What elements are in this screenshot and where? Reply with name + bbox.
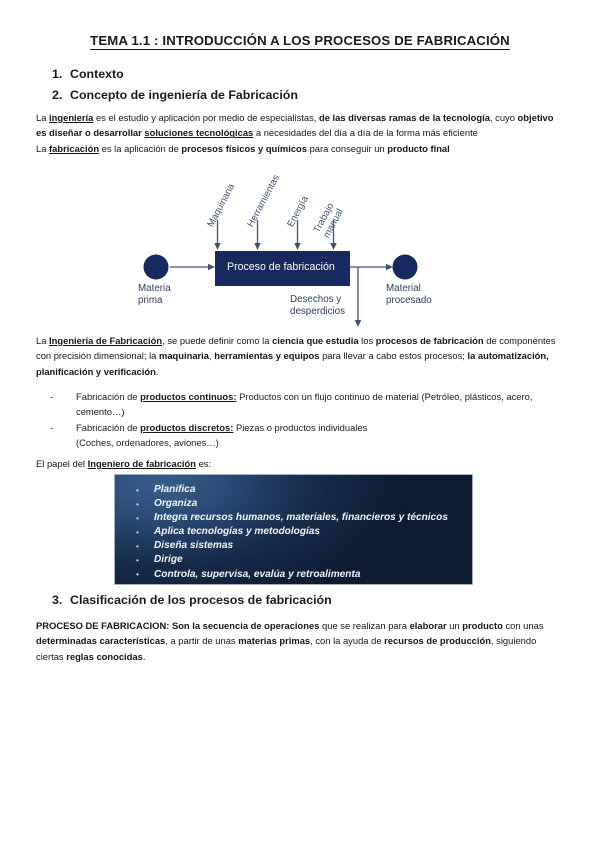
engineer-role-item: Planifica xyxy=(134,482,448,497)
product-types-list: - Fabricación de productos continuos: Pr… xyxy=(50,389,570,451)
section-heading-number: 3. xyxy=(52,593,63,607)
page-title-text: TEMA 1.1 : INTRODUCCIÓN A LOS PROCESOS D… xyxy=(90,33,510,50)
engineer-role-item: Organiza xyxy=(134,497,448,511)
processed-material-caption-line2: procesado xyxy=(386,295,432,307)
engineer-role-item: Dirige xyxy=(134,553,448,567)
arrowhead-waste xyxy=(354,320,362,327)
waste-output-caption-line1: Desechos y xyxy=(290,294,342,305)
arrowhead-output-material xyxy=(386,263,393,271)
engineer-role-panel: Planifica Organiza Integra recursos huma… xyxy=(115,475,472,584)
engineer-role-item: Aplica tecnologías y metodologías xyxy=(134,525,448,539)
list-item-text: Fabricación de productos continuos: Prod… xyxy=(76,391,533,418)
manufacturing-process-diagram: Proceso de fabricación Maquinaria Herram… xyxy=(130,163,470,328)
arrowhead-input-herramientas xyxy=(254,243,261,250)
section-heading-clasificacion: 3. Clasificación de los procesos de fabri… xyxy=(52,593,332,607)
page-title: TEMA 1.1 : INTRODUCCIÓN A LOS PROCESOS D… xyxy=(0,33,600,50)
paragraph-papel-ingeniero: El papel del Ingeniero de fabricación es… xyxy=(36,458,212,469)
engineer-role-list: Planifica Organiza Integra recursos huma… xyxy=(134,482,448,582)
list-item: - Fabricación de productos discretos: Pi… xyxy=(50,420,570,451)
waste-output-caption: Desechos y desperdicios xyxy=(290,294,345,319)
arrowhead-input-trabajo-manual xyxy=(330,243,337,250)
paragraph-proceso-fabricacion: PROCESO DE FABRICACION: Son la secuencia… xyxy=(36,620,544,662)
arrowhead-input-energia xyxy=(294,243,301,250)
list-item-marker: - xyxy=(50,421,54,433)
list-item-marker: - xyxy=(50,391,54,402)
outline-item-contexto: 1. Contexto xyxy=(52,64,552,85)
section-heading-label: Clasificación de los procesos de fabrica… xyxy=(70,593,332,607)
paragraph-ingenieria-fabricacion: La Ingeniería de Fabricación, se puede d… xyxy=(36,335,556,377)
engineer-role-item: Controla, supervisa, evalúa y retroalime… xyxy=(134,567,448,582)
raw-material-node-shape xyxy=(143,254,169,280)
processed-material-caption: Material procesado xyxy=(386,283,432,308)
process-box-shape xyxy=(215,251,350,286)
list-item: - Fabricación de productos continuos: Pr… xyxy=(50,389,570,420)
waste-output-caption-line2: desperdicios xyxy=(290,306,346,318)
arrowhead-input-maquinaria xyxy=(214,243,221,250)
outline-item-label: Contexto xyxy=(70,67,124,81)
raw-material-caption: Materia prima xyxy=(138,283,171,308)
outline-item-number: 1. xyxy=(52,67,63,81)
outline-item-label: Concepto de ingeniería de Fabricación xyxy=(70,88,298,102)
list-item-text: Fabricación de productos discretos: Piez… xyxy=(76,421,368,449)
engineer-role-item: Integra recursos humanos, materiales, fi… xyxy=(134,511,448,525)
engineer-role-item: Diseña sistemas xyxy=(134,539,448,553)
process-box-label: Proceso de fabricación xyxy=(227,261,335,273)
raw-material-caption-line1: Materia xyxy=(138,283,171,294)
diagram-svg xyxy=(143,220,418,327)
paragraph-ingenieria: La ingeniería es el estudio y aplicación… xyxy=(36,112,554,154)
outline-item-concepto: 2. Concepto de ingeniería de Fabricación xyxy=(52,85,552,106)
processed-material-caption-line1: Material xyxy=(386,283,421,294)
outline-item-number: 2. xyxy=(52,88,63,102)
processed-material-node-shape xyxy=(392,254,418,280)
raw-material-caption-line2: prima xyxy=(138,295,163,307)
outline-list: 1. Contexto 2. Concepto de ingeniería de F… xyxy=(52,64,552,106)
arrowhead-input-material xyxy=(208,263,215,271)
